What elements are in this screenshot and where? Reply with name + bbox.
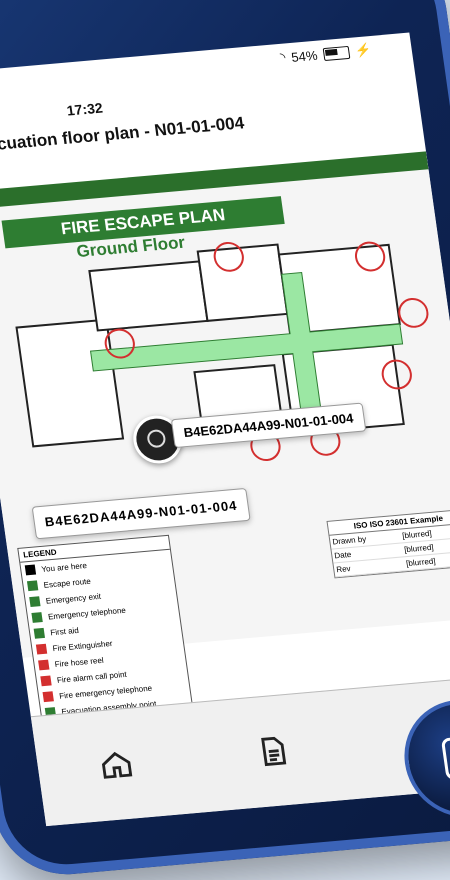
legend-label: Escape route xyxy=(42,576,92,590)
wifi-icon: ◝ xyxy=(279,49,287,65)
home-button-icon xyxy=(440,734,450,781)
legend-label: First aid xyxy=(49,625,80,637)
legend-swatch xyxy=(24,564,37,576)
document-tab[interactable] xyxy=(246,725,301,777)
legend-swatch xyxy=(33,627,46,639)
marker xyxy=(381,359,412,390)
document-icon xyxy=(261,736,287,767)
marker xyxy=(104,328,135,359)
marker xyxy=(398,297,429,328)
legend-swatch xyxy=(29,596,41,608)
marker xyxy=(354,241,386,272)
floor-plan[interactable]: FIRE ESCAPE PLAN Ground Floor B4E62DA44 xyxy=(0,151,450,723)
floor-map xyxy=(15,241,429,462)
legend: LEGEND You are here Escape route Emergen… xyxy=(17,534,194,723)
marker xyxy=(213,241,244,272)
legend-label: You are here xyxy=(40,560,88,574)
legend-swatch xyxy=(42,691,54,703)
info-table: ISO ISO 23601 Example Drawn by[blurred] … xyxy=(326,508,450,579)
room xyxy=(88,260,209,332)
legend-label: Fire Extinguisher xyxy=(51,638,114,653)
tooltip: B4E62DA44A99-N01-01-004 xyxy=(31,487,251,540)
home-tab[interactable] xyxy=(89,739,144,791)
battery-percent: 54% xyxy=(290,47,319,65)
legend-label: Emergency exit xyxy=(45,591,102,606)
time: 17:32 xyxy=(65,99,104,119)
escape-route xyxy=(89,271,404,414)
charging-icon: ⚡ xyxy=(354,41,373,59)
legend-swatch xyxy=(40,675,52,687)
legend-label: Fire hose reel xyxy=(54,655,105,669)
screen: ◝ 54% ⚡ 17:32 Evacuation floor plan - N0… xyxy=(0,32,450,827)
legend-swatch xyxy=(38,659,50,671)
legend-swatch xyxy=(26,580,39,592)
legend-swatch xyxy=(35,643,48,655)
home-icon xyxy=(102,751,133,779)
page-title: Evacuation floor plan - N01-01-004 xyxy=(0,113,246,157)
battery-icon xyxy=(322,45,351,61)
legend-swatch xyxy=(31,612,43,623)
